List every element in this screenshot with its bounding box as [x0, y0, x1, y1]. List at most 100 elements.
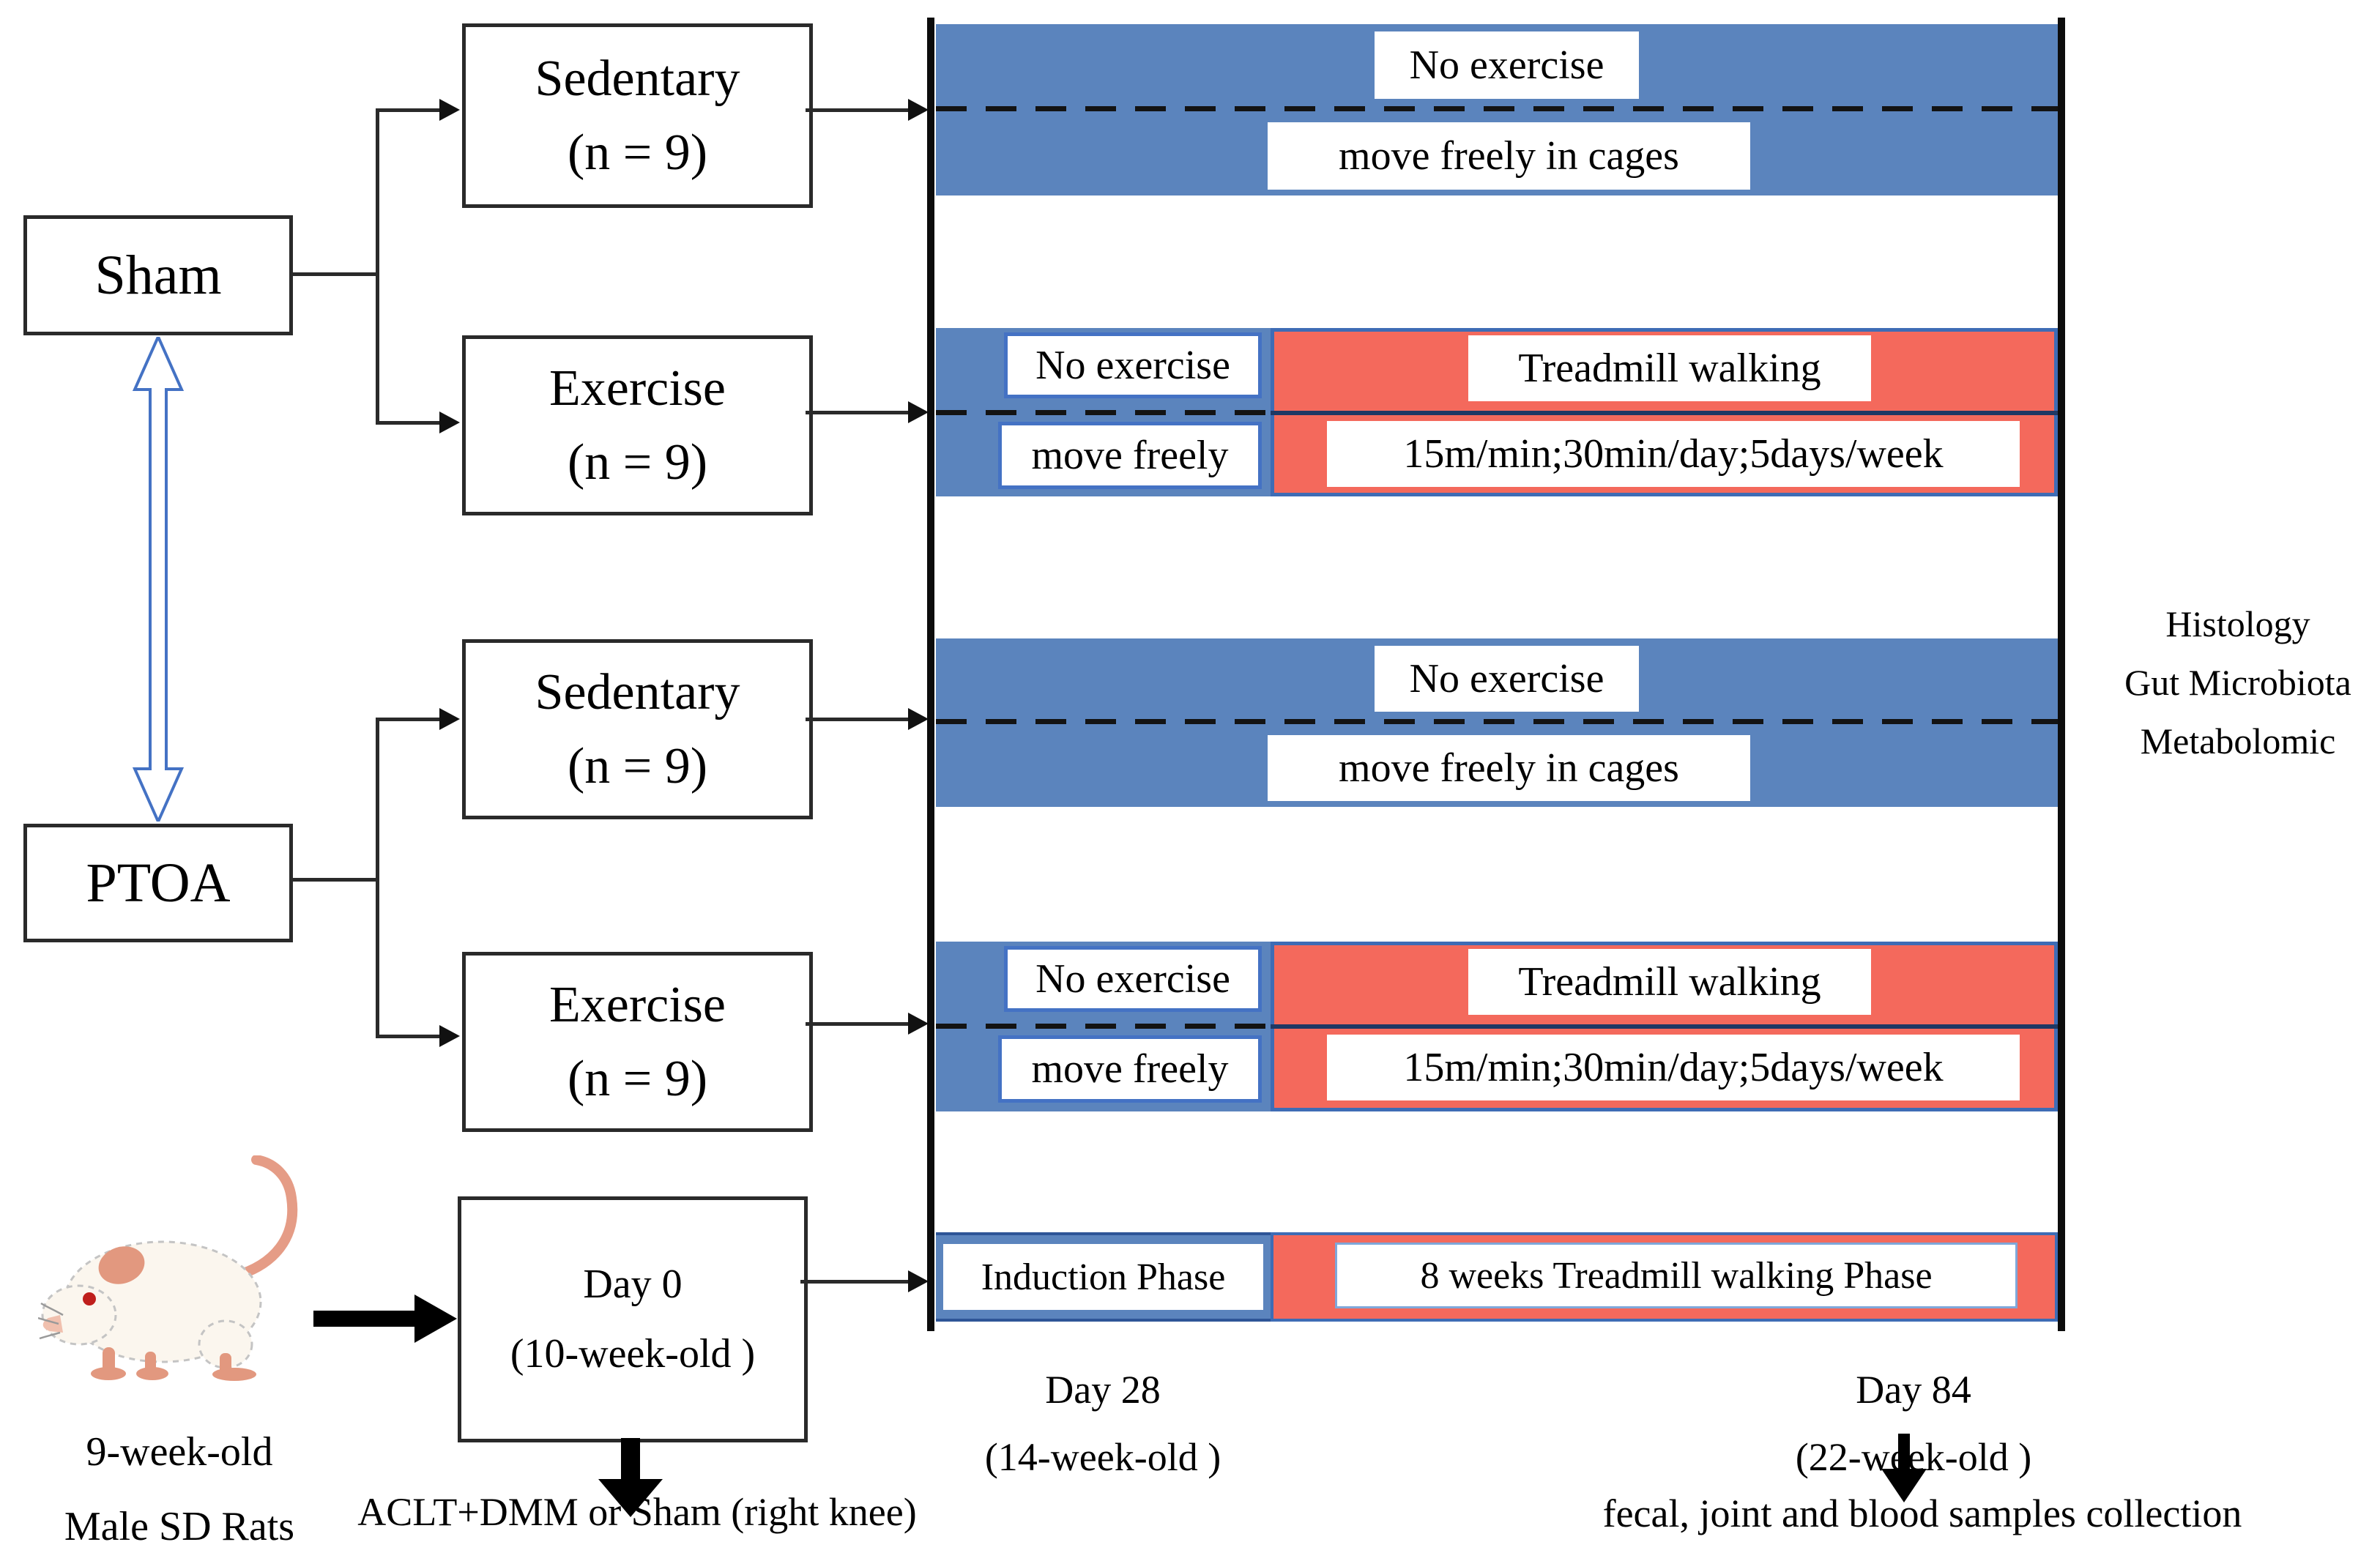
row4-timeline-arrowhead-icon [908, 1013, 929, 1035]
row1-timeline-arrow-line [806, 108, 910, 112]
row3-move-freely-cages-label: move freely in cages [1268, 735, 1750, 801]
arm-name: Sedentary [535, 50, 740, 107]
bar-ptoa-exercise: No exercise move freely Treadmill walkin… [936, 942, 2058, 1111]
sham-ptoa-double-arrow-icon [132, 337, 185, 822]
induction-phase-section: Induction Phase [936, 1232, 1271, 1322]
label-text: 15m/min;30min/day;5days/week [1403, 1045, 1944, 1090]
row4-treadmill-section: Treadmill walking 15m/min;30min/day;5day… [1271, 942, 2058, 1111]
rat-to-day0-arrowhead-icon [414, 1295, 457, 1343]
row4-treadmill-label: Treadmill walking [1468, 949, 1871, 1015]
sham-group-box: Sham [23, 215, 293, 335]
timeline-end-line [2058, 18, 2065, 1331]
row1-dashed-line [936, 106, 2058, 111]
row5-timeline-arrowhead-icon [908, 1270, 929, 1292]
induction-phase-label: Induction Phase [943, 1244, 1263, 1310]
ptoa-label: PTOA [86, 852, 231, 914]
outcome-histology: Histology [2165, 603, 2310, 644]
arm-box-sham-sedentary: Sedentary (n = 9) [462, 23, 813, 208]
sham-branch-vline [376, 108, 379, 425]
row4-section-separator [1271, 1024, 2058, 1029]
label-text: No exercise [1409, 656, 1604, 701]
ptoa-exercise-arrowhead-icon [439, 1025, 460, 1047]
rat-strain-line: Male SD Rats [64, 1504, 295, 1542]
treadmill-phase-label: 8 weeks Treadmill walking Phase [1335, 1243, 2018, 1308]
samples-note: fecal, joint and blood samples collectio… [1505, 1491, 2340, 1536]
label-text: move freely [1031, 433, 1229, 478]
row3-dashed-line [936, 719, 2058, 724]
day0-box: Day 0 (10-week-old ) [458, 1196, 808, 1442]
outcome-gut-microbiota: Gut Microbiota [2124, 662, 2351, 703]
row4-dashed-line [936, 1024, 1271, 1029]
row5-timeline-arrow-line [800, 1280, 910, 1284]
label-text: No exercise [1409, 42, 1604, 88]
day0-surgery-arrowhead-icon [598, 1479, 663, 1517]
arm-n: (n = 9) [567, 124, 708, 181]
bar-sham-exercise: No exercise move freely Treadmill walkin… [936, 328, 2058, 496]
row1-timeline-arrowhead-icon [908, 99, 929, 121]
label-text: 8 weeks Treadmill walking Phase [1420, 1254, 1933, 1297]
day84-samples-arrowhead-icon [1881, 1469, 1927, 1502]
day28-title: Day 28 [1045, 1368, 1161, 1412]
row2-section-separator [1271, 411, 2058, 415]
row2-no-exercise-section: No exercise move freely [936, 328, 1271, 496]
ptoa-sedentary-arrowhead-icon [439, 708, 460, 730]
outcomes-list: Histology Gut Microbiota Metabolomic [2096, 595, 2380, 770]
arm-n: (n = 9) [567, 1051, 708, 1107]
label-text: Induction Phase [981, 1256, 1226, 1298]
ptoa-branch-hline [289, 878, 377, 882]
row2-dashed-line [936, 410, 1271, 415]
row2-timeline-arrow-line [806, 411, 910, 414]
label-text: Treadmill walking [1518, 346, 1821, 391]
sham-exercise-arrow-line [376, 421, 442, 425]
day84-milestone: Day 84 (22-week-old ) [1760, 1356, 2067, 1491]
label-text: No exercise [1035, 956, 1230, 1002]
rat-to-day0-arrow-shaft [313, 1311, 417, 1327]
rat-caption: 9-week-old Male SD Rats [7, 1415, 352, 1542]
bar-sham-sedentary: No exercise move freely in cages [936, 24, 2058, 195]
sham-sedentary-arrow-line [376, 108, 442, 112]
row4-move-freely-label: move freely [998, 1035, 1262, 1103]
row4-no-exercise-label: No exercise [1004, 946, 1262, 1012]
row4-no-exercise-section: No exercise move freely [936, 942, 1271, 1111]
sham-branch-hline [289, 272, 377, 276]
arm-n: (n = 9) [567, 434, 708, 491]
row3-timeline-arrow-line [806, 718, 910, 721]
surgery-note: ACLT+DMM or Sham (right knee) [271, 1489, 1003, 1535]
label-text: move freely [1031, 1046, 1229, 1092]
row2-regimen-label: 15m/min;30min/day;5days/week [1327, 421, 2020, 487]
row1-move-freely-cages-label: move freely in cages [1268, 122, 1750, 190]
sham-exercise-arrowhead-icon [439, 411, 460, 433]
arm-name: Exercise [549, 360, 726, 417]
arm-name: Exercise [549, 976, 726, 1033]
sham-sedentary-arrowhead-icon [439, 99, 460, 121]
rat-illustration-icon [38, 1155, 298, 1381]
ptoa-branch-vline [376, 718, 379, 1038]
day28-subtitle: (14-week-old ) [984, 1435, 1221, 1479]
row1-no-exercise-label: No exercise [1375, 31, 1639, 99]
ptoa-group-box: PTOA [23, 824, 293, 942]
bar-ptoa-sedentary: No exercise move freely in cages [936, 638, 2058, 807]
outcome-metabolomic: Metabolomic [2140, 720, 2336, 761]
row2-no-exercise-label: No exercise [1004, 332, 1262, 398]
arm-n: (n = 9) [567, 738, 708, 794]
sham-label: Sham [94, 244, 222, 306]
row2-treadmill-label: Treadmill walking [1468, 335, 1871, 401]
phase-bar: Induction Phase 8 weeks Treadmill walkin… [936, 1232, 2058, 1322]
arm-box-ptoa-exercise: Exercise (n = 9) [462, 952, 813, 1132]
row3-timeline-arrowhead-icon [908, 708, 929, 730]
row4-timeline-arrow-line [806, 1022, 910, 1026]
day0-surgery-arrow-shaft [621, 1438, 640, 1480]
arm-name: Sedentary [535, 663, 740, 720]
label-text: move freely in cages [1339, 745, 1679, 791]
ptoa-sedentary-arrow-line [376, 718, 442, 721]
label-text: No exercise [1035, 343, 1230, 388]
row2-move-freely-label: move freely [998, 422, 1262, 489]
label-text: Treadmill walking [1518, 959, 1821, 1005]
day84-samples-arrow-shaft [1898, 1434, 1910, 1472]
arm-box-ptoa-sedentary: Sedentary (n = 9) [462, 639, 813, 819]
rat-age-line: 9-week-old [86, 1429, 273, 1475]
day84-title: Day 84 [1856, 1368, 1971, 1412]
day0-line1: Day 0 [583, 1261, 683, 1307]
surgery-note-text: ACLT+DMM or Sham (right knee) [357, 1490, 917, 1534]
